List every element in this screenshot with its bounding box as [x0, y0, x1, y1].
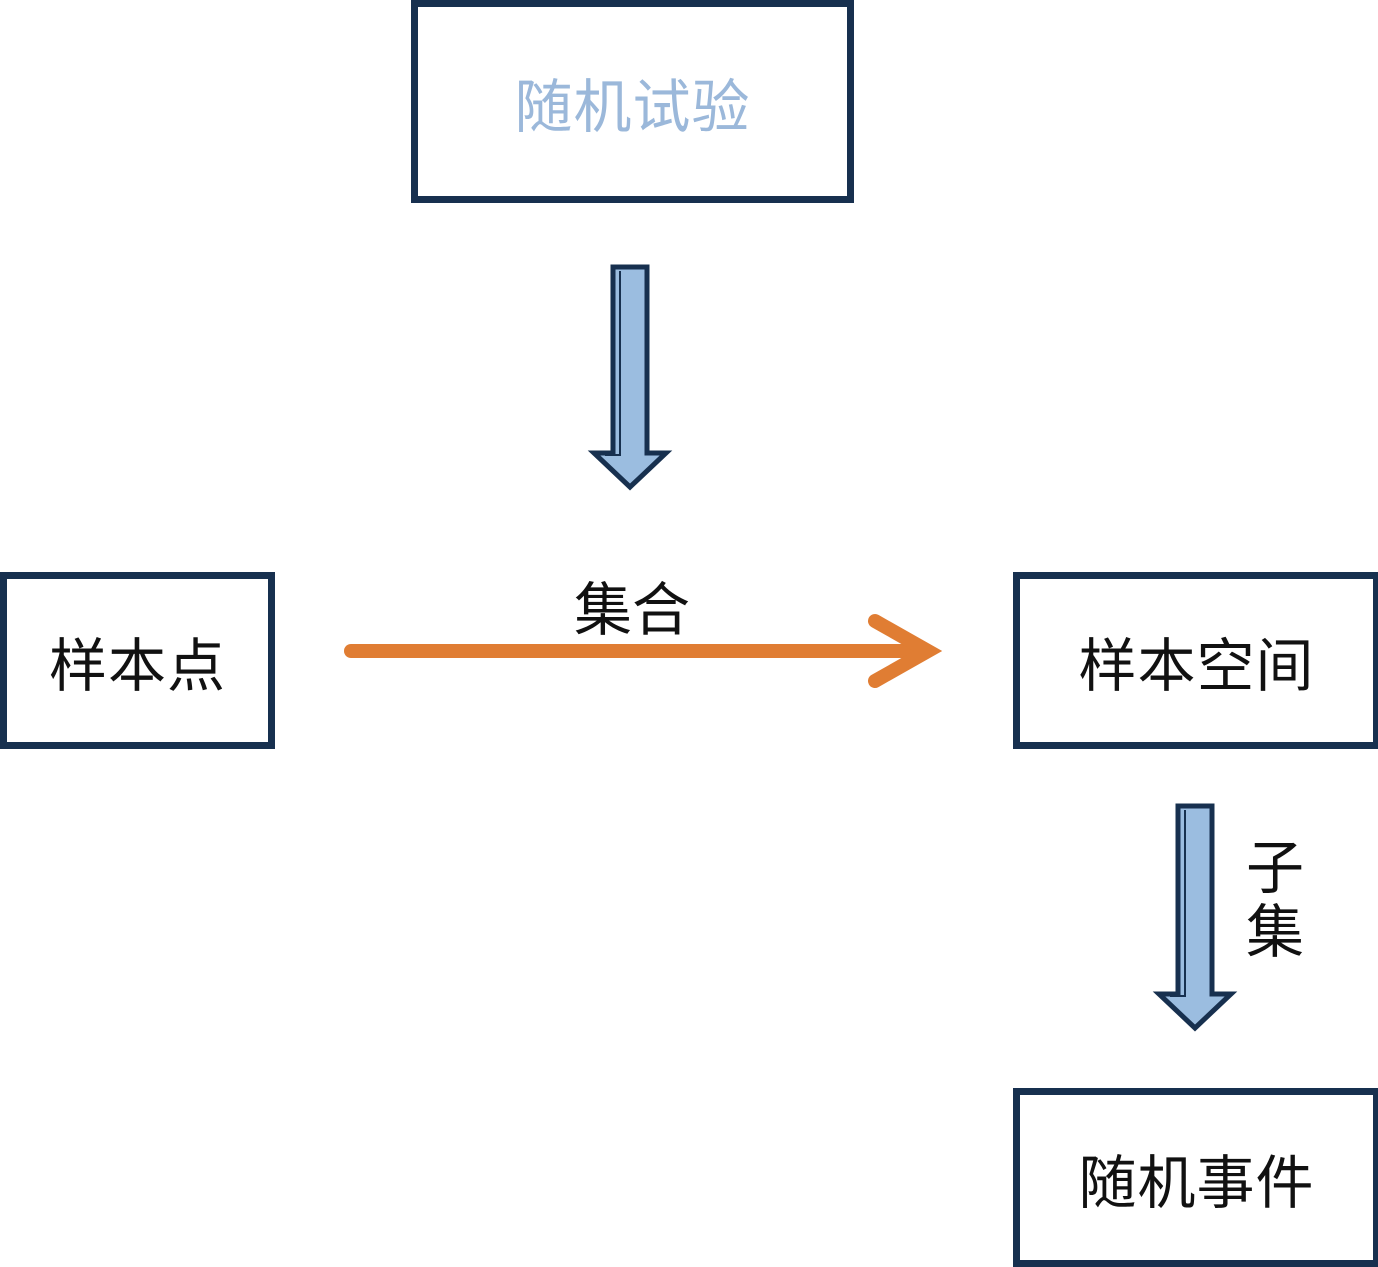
set-edge-label: 集合: [574, 576, 691, 644]
random-experiment-box: 随机试验: [411, 0, 854, 203]
random-event-label: 随机事件: [1078, 1148, 1315, 1217]
sample-space-label: 样本空间: [1078, 631, 1315, 700]
sample-point-box: 样本点: [0, 572, 275, 749]
random-event-box: 随机事件: [1013, 1088, 1378, 1267]
sample-point-label: 样本点: [48, 631, 226, 700]
down-arrow-subset: [1152, 803, 1238, 1032]
right-arrow-set: [344, 614, 943, 688]
down-arrow-experiment-to-center: [587, 264, 673, 491]
sample-space-box: 样本空间: [1013, 572, 1378, 749]
subset-edge-label: 子集: [1245, 834, 1304, 966]
random-experiment-label: 随机试验: [514, 72, 751, 141]
